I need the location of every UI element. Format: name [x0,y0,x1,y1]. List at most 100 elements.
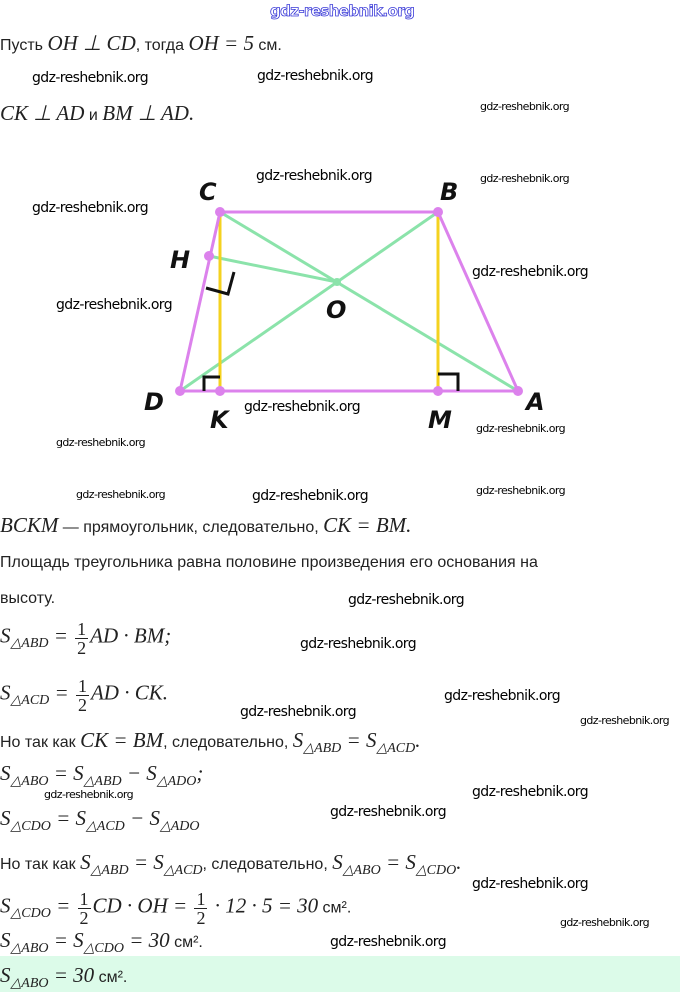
math: S [0,806,11,830]
math: = S [50,806,86,830]
segment-oh [208,254,338,284]
text: Но так как [0,734,81,751]
math: S [0,893,11,918]
text: , следовательно, [202,856,333,873]
point-d [175,386,185,396]
point-a [513,386,523,396]
label-a: A [524,388,545,416]
math-subscript: △ADO [156,774,197,789]
watermark: gdz-reshebnik.org [257,68,374,84]
text: см. [253,37,282,54]
math: CK ⊥ AD [0,101,85,125]
watermark: gdz-reshebnik.org [330,934,447,950]
watermark: gdz-reshebnik.org [32,70,149,86]
math: S [80,850,91,874]
math-subscript: △ACD [376,741,416,756]
watermark: gdz-reshebnik.org [56,297,173,313]
math: = 30 [123,928,170,952]
math-subscript: △ABO [342,863,381,878]
math: · 12 · 5 = 30 [209,893,319,918]
text: и [84,107,103,124]
right-angle-k-icon [202,375,220,391]
math-subscript: △ABD [90,863,129,878]
math: CK = BM. [323,513,412,537]
math: = 30 [48,963,95,987]
solution-line: Но так как S△ABD = S△ACD, следовательно,… [0,850,462,878]
point-m [433,386,443,396]
math-subscript: △CDO [10,906,51,922]
watermark: gdz-reshebnik.org [256,168,373,184]
watermark: gdz-reshebnik.org [476,422,566,435]
math: S [0,680,11,705]
text: Площадь треугольника равна половине прои… [0,554,538,571]
solution-line: S△ABO = 30 см². [0,963,128,991]
math-subscript: △ABO [10,941,49,956]
math: CD · OH = [92,893,193,918]
solution-line: Площадь треугольника равна половине прои… [0,551,538,574]
text: см². [318,899,352,917]
watermark: gdz-reshebnik.org [240,704,357,720]
math-subscript: △ACD [10,693,50,709]
label-d: D [144,388,164,416]
math: . [415,728,421,752]
watermark: gdz-reshebnik.org [560,916,650,929]
watermark: gdz-reshebnik.org [44,788,134,801]
math-subscript: △ABD [303,741,342,756]
watermark: gdz-reshebnik.org [244,399,361,415]
math-subscript: △CDO [10,819,51,834]
point-c [215,207,225,217]
math: = S [341,728,377,752]
math: S [0,928,11,952]
math: − S [124,806,160,830]
label-c: C [199,178,217,206]
solution-line: высоту. [0,587,55,610]
text: см². [169,934,203,951]
label-o: O [326,296,346,324]
watermark: gdz-reshebnik.org [300,636,417,652]
watermark: gdz-reshebnik.org [252,488,369,504]
watermark: gdz-reshebnik.org [580,714,670,727]
denominator: 2 [79,908,89,928]
solution-line: S△CDO = S△ACD − S△ADO [0,806,200,834]
math: AD · BM; [90,623,172,648]
math: S [292,728,304,752]
text: Пусть [0,37,48,54]
watermark: gdz-reshebnik.org [76,488,166,501]
diagonal-bd [179,210,439,393]
math: S [0,963,11,987]
math: = [49,680,74,705]
solution-line: S△ABO = S△CDO = 30 см². [0,928,203,956]
watermark: gdz-reshebnik.org [270,2,416,20]
text: см². [94,969,128,986]
math: S [0,761,11,785]
text: высоту. [0,590,56,607]
numerator: 1 [75,676,89,696]
solution-line: Но так как CK = BM, следовательно, S△ABD… [0,728,421,756]
math-subscript: △CDO [83,941,124,956]
label-b: B [440,178,458,206]
math-subscript: △CDO [415,863,457,878]
solution-line: BCKM — прямоугольник, следовательно, CK … [0,514,411,539]
math: − S [121,761,157,785]
math: = S [48,761,84,785]
point-h [204,251,214,261]
numerator: 1 [194,889,208,909]
watermark: gdz-reshebnik.org [472,784,589,800]
math-subscript: △ABD [83,774,122,789]
math: OH ⊥ CD [47,31,136,55]
math-subscript: △ACD [163,863,203,878]
math: BCKM [0,513,59,537]
watermark: gdz-reshebnik.org [476,484,566,497]
trapezoid-abcd [178,210,521,393]
watermark: gdz-reshebnik.org [56,436,146,449]
math: = S [380,850,416,874]
point-o [333,278,341,286]
math: . [456,850,462,874]
math: S [332,850,343,874]
watermark: gdz-reshebnik.org [480,100,570,113]
